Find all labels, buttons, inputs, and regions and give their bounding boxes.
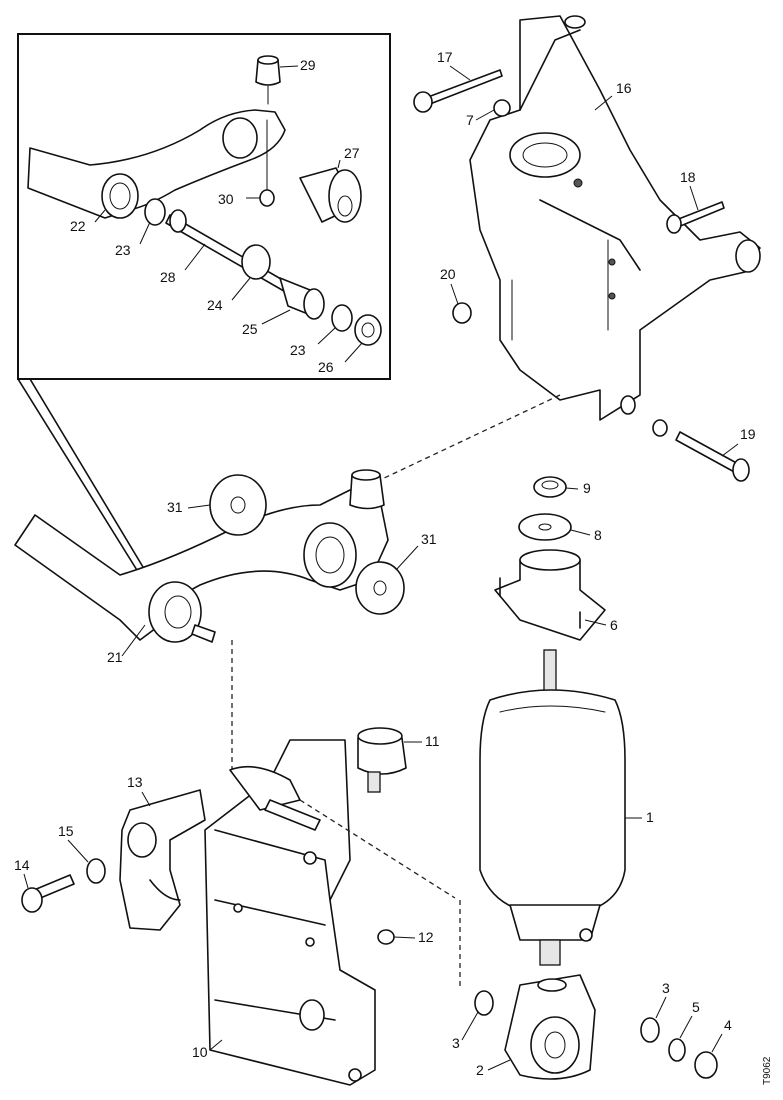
- nut-30: [259, 189, 275, 207]
- drawing-reference-code: T9062: [762, 1056, 773, 1085]
- callout-12: 12: [418, 929, 434, 945]
- callout-19: 19: [740, 426, 756, 442]
- callout-16: 16: [616, 80, 632, 96]
- callout-8: 8: [594, 527, 602, 543]
- top-mount-6: [494, 549, 606, 641]
- nut-4: [694, 1051, 718, 1079]
- washer-5: [668, 1038, 686, 1062]
- callout-9: 9: [583, 480, 591, 496]
- nut-9: [533, 476, 567, 498]
- bracket-10: [204, 739, 376, 1086]
- oring-3-left: [474, 990, 494, 1016]
- nut-7: [493, 99, 511, 117]
- nut-26: [354, 314, 382, 346]
- callout-2: 2: [476, 1062, 484, 1078]
- buffer-11: [357, 727, 407, 793]
- leader-lines: [23, 65, 739, 1071]
- callout-30: 30: [218, 191, 234, 207]
- callout-23-upper: 23: [115, 242, 131, 258]
- callout-22: 22: [70, 218, 86, 234]
- inset-stabilizer-arm: [27, 109, 286, 219]
- callout-31-left: 31: [167, 499, 183, 515]
- callout-23-lower: 23: [290, 342, 306, 358]
- callout-14: 14: [14, 857, 30, 873]
- clamp-13: [119, 789, 206, 931]
- bolt-19: [675, 431, 743, 475]
- callout-6: 6: [610, 617, 618, 633]
- washer-23-right: [331, 304, 353, 332]
- inset-arm-eye-left: [101, 173, 139, 219]
- callout-4: 4: [724, 1017, 732, 1033]
- oring-3-right: [640, 1017, 660, 1043]
- detail-inset: [17, 33, 391, 380]
- callout-31-right: 31: [421, 531, 437, 547]
- callout-13: 13: [127, 774, 143, 790]
- washer-15: [86, 858, 106, 884]
- callout-labels: 29 27 30 22 23 28 24 25 23 26 17 16 7 18…: [14, 49, 773, 1085]
- bolt-18: [675, 201, 725, 228]
- disc-31-left: [209, 474, 267, 536]
- disc-31-right: [355, 561, 405, 615]
- callout-3-left: 3: [452, 1035, 460, 1051]
- upper-bracket-16: [469, 15, 761, 421]
- callout-26: 26: [318, 359, 334, 375]
- callout-18: 18: [680, 169, 696, 185]
- bolt-17: [427, 69, 503, 105]
- callout-17: 17: [437, 49, 453, 65]
- callout-29: 29: [300, 57, 316, 73]
- nut-12: [377, 929, 395, 945]
- callout-27: 27: [344, 145, 360, 161]
- air-spring-1: [479, 649, 626, 966]
- lower-mount-2: [504, 974, 596, 1080]
- callout-28: 28: [160, 269, 176, 285]
- callout-15: 15: [58, 823, 74, 839]
- callout-3-right: 3: [662, 980, 670, 996]
- callout-25: 25: [242, 321, 258, 337]
- callout-21: 21: [107, 649, 123, 665]
- callout-7: 7: [466, 112, 474, 128]
- callout-10: 10: [192, 1044, 208, 1060]
- spacer-24: [241, 244, 271, 280]
- nut-20: [452, 302, 472, 324]
- callout-20: 20: [440, 266, 456, 282]
- washer-8: [518, 513, 572, 541]
- callout-5: 5: [692, 999, 700, 1015]
- cap-29: [255, 59, 281, 86]
- washer-23-left: [144, 198, 166, 226]
- inset-arm-eye-right: [222, 117, 258, 159]
- callout-1: 1: [646, 809, 654, 825]
- stabilizer-arm-21: [14, 469, 389, 643]
- callout-24: 24: [207, 297, 223, 313]
- callout-11: 11: [425, 733, 440, 749]
